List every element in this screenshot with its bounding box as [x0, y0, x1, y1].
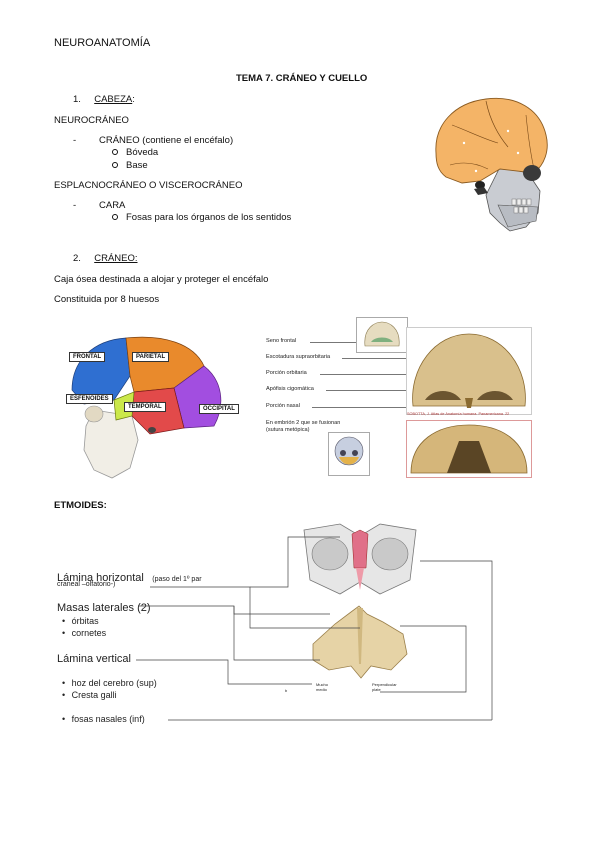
lamina-horizontal-text: Lámina horizontal	[57, 572, 144, 584]
frontal-embryo-image	[328, 432, 370, 476]
etmoides-tiny-2b: plate	[372, 686, 381, 692]
etmoides-bone-figure	[305, 604, 415, 682]
frontal-label-1: Seno frontal	[266, 338, 297, 344]
lamina-horizontal-label: Lámina horizontal (paso del 1º par	[57, 568, 202, 586]
label-frontal: FRONTAL	[69, 352, 106, 362]
section2-line2: Constituida por 8 huesos	[54, 294, 160, 305]
frontal-label-4: Apófisis cigomática	[266, 386, 314, 392]
label-esfenoides: ESFENOIDES	[66, 394, 113, 404]
esplac-sub-1: Fosas para los órganos de los sentidos	[112, 212, 291, 223]
fosas-item: • fosas nasales (inf)	[62, 714, 145, 724]
section1-number: 1.	[73, 94, 81, 105]
section1-colon: :	[132, 94, 135, 105]
vertical-item-1: • hoz del cerebro (sup)	[62, 678, 157, 688]
masas-item-2-text: cornetes	[71, 628, 107, 638]
esplacnocraneo-title: ESPLACNOCRÁNEO O VISCEROCRÁNEO	[54, 180, 243, 191]
section2-line1: Caja ósea destinada a alojar y proteger …	[54, 274, 269, 285]
skull-lateral-illustration	[435, 97, 548, 232]
skull-bones-figure: FRONTAL PARIETAL ESFENOIDES TEMPORAL OCC…	[54, 330, 244, 480]
frontal-caption: SOBOTTA, J. Atlas de Anatomía humana. Pa…	[407, 412, 510, 416]
section2-number: 2.	[73, 253, 81, 264]
neuro-item: -CRÁNEO (contiene el encéfalo)	[73, 135, 234, 146]
esplac-item: -CARA	[73, 200, 126, 211]
vertical-item-1-text: hoz del cerebro (sup)	[71, 678, 157, 688]
frontal-label-5: Porción nasal	[266, 403, 300, 409]
frontal-bone-figure: Seno frontal Escotadura supraorbitaria P…	[264, 315, 532, 478]
etmoides-title: ETMOIDES:	[54, 500, 107, 511]
masas-item-1-text: órbitas	[71, 616, 99, 626]
lamina-horizontal-note: (paso del 1º par	[152, 576, 202, 583]
section2-title: CRÁNEO:	[94, 253, 138, 264]
lamina-vertical-label: Lámina vertical	[57, 653, 131, 665]
neurocraneo-title: NEUROCRÁNEO	[54, 115, 129, 126]
fosas-item-text: fosas nasales (inf)	[71, 714, 145, 724]
neuro-sub-1: Bóveda	[112, 147, 158, 158]
topic-title: TEMA 7. CRÁNEO Y CUELLO	[236, 73, 368, 84]
frontal-label-2: Escotadura supraorbitaria	[266, 354, 331, 360]
masas-item-2: • cornetes	[62, 628, 107, 638]
etmoides-tiny-label-2: Perpendicular plate	[372, 682, 397, 692]
neuro-item-text: CRÁNEO (contiene el encéfalo)	[99, 135, 234, 146]
frontal-small-view	[356, 317, 408, 353]
masas-label: Masas laterales (2)	[57, 602, 151, 614]
etmoides-tiny-1a: Mucho	[316, 682, 329, 687]
esplac-item-text: CARA	[99, 200, 126, 211]
section1-title: CABEZA	[94, 94, 133, 105]
neuro-sub-2-text: Base	[126, 160, 148, 171]
vertical-item-2: • Cresta galli	[62, 690, 117, 700]
label-temporal: TEMPORAL	[124, 402, 166, 412]
frontal-bone-anterior	[406, 327, 532, 415]
section2-heading: 2. CRÁNEO:	[73, 253, 138, 264]
etmoides-tiny-1b: medio	[316, 686, 327, 692]
neuro-sub-2: Base	[112, 160, 148, 171]
vertical-item-2-text: Cresta galli	[71, 690, 117, 700]
document-header: NEUROANATOMÍA	[54, 37, 151, 49]
label-occipital: OCCIPITAL	[199, 404, 239, 414]
etmoides-tiny-label-3: b	[285, 688, 288, 693]
masas-item-1: • órbitas	[62, 616, 99, 626]
etmoides-coronal-figure	[300, 520, 420, 598]
frontal-embryo-label: En embrión 2 que se fusionan (sutura met…	[266, 420, 341, 433]
etmoides-tiny-label-1: Mucho medio	[316, 682, 329, 692]
neuro-sub-1-text: Bóveda	[126, 147, 159, 158]
frontal-label-3: Porción orbitaria	[266, 370, 307, 376]
lamina-horizontal-note2: craneal –olfatorio-)	[57, 581, 116, 588]
label-parietal: PARIETAL	[132, 352, 170, 362]
section1-heading: 1. CABEZA:	[73, 94, 135, 105]
frontal-bone-inferior	[406, 420, 532, 478]
etmoides-tiny-2a: Perpendicular	[372, 682, 397, 687]
esplac-sub-1-text: Fosas para los órganos de los sentidos	[126, 212, 292, 223]
